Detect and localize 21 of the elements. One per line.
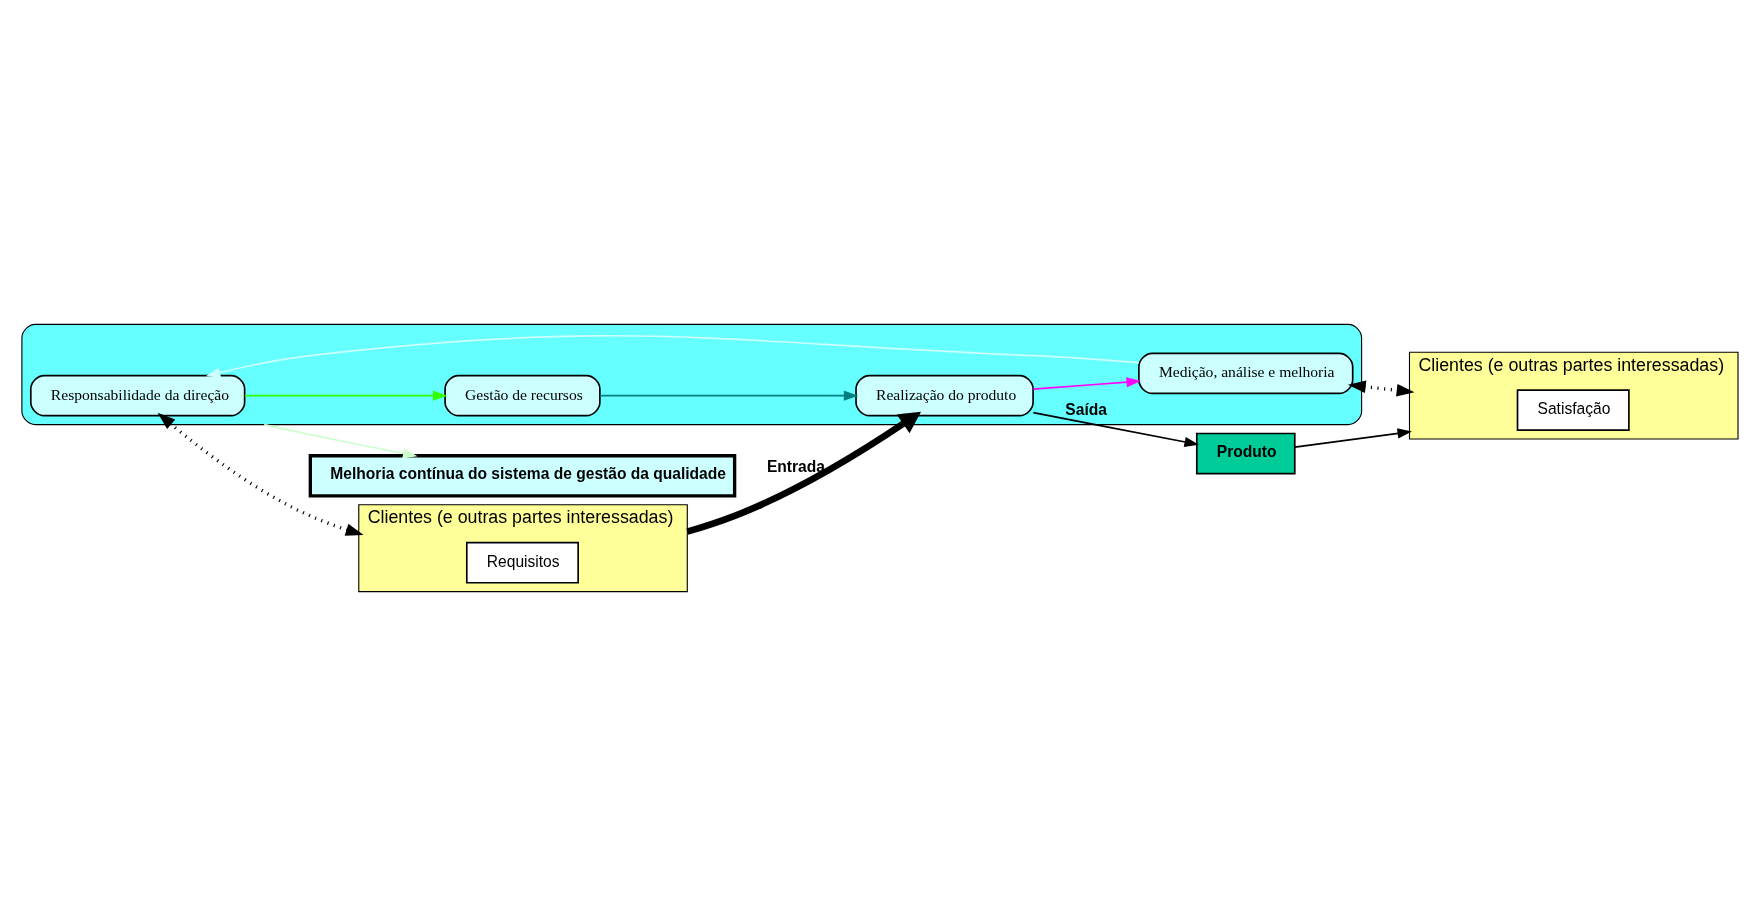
node-box: Produto: [1195, 432, 1296, 475]
arrow: [205, 334, 1140, 378]
arrow: [157, 412, 364, 536]
node-box: Requisitos: [465, 541, 579, 584]
node-box: Melhoria contínua do sistema de gestão da qualidade: [308, 454, 737, 498]
arrow: [1032, 411, 1199, 447]
arrow: [1032, 377, 1141, 390]
node-box: Gestão de recursos: [444, 374, 601, 417]
node-box: Realização do produto: [855, 374, 1034, 417]
arrow: [1347, 380, 1415, 397]
arrow: [263, 423, 418, 459]
arrow: [1294, 428, 1412, 448]
node-box: Satisfação: [1516, 389, 1630, 431]
arrow: [244, 390, 448, 401]
arrow: [686, 411, 922, 535]
node-box: Medição, análise e melhoria: [1138, 352, 1354, 395]
edge-label: Entrada: [766, 457, 825, 475]
cluster: [21, 323, 1363, 426]
arrow: [599, 390, 859, 401]
edge-label: Saída: [1065, 400, 1107, 418]
node-box: Responsabilidade da direção: [29, 374, 246, 417]
